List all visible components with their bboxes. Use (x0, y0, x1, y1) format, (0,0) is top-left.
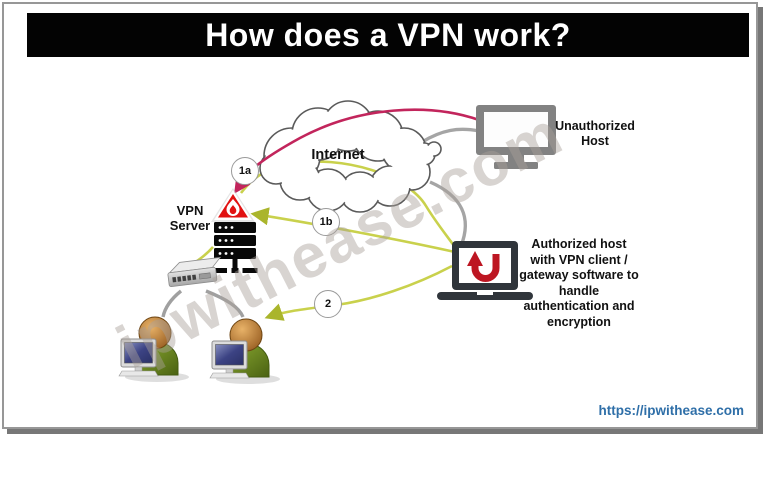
internal-user-right-icon (209, 318, 280, 384)
page-title: How does a VPN work? (205, 16, 571, 53)
path-authorized-to-vpn-server (250, 207, 456, 254)
internet-cloud (259, 100, 442, 213)
path-authorized-to-internal-user (264, 264, 453, 321)
cable-switch-to-user-right (205, 289, 245, 318)
step-badge-1b: 1b (312, 208, 340, 236)
unauthorized-host-label: Unauthorized Host (555, 119, 635, 148)
vpn-server-label: VPN Server (169, 203, 211, 233)
website-link[interactable]: https://ipwithease.com (598, 403, 744, 418)
diagram-canvas: How does a VPN work? (2, 2, 758, 429)
internet-label: Internet (311, 147, 365, 163)
authorized-host-laptop-icon (437, 241, 533, 300)
vpn-server-icon (210, 222, 258, 273)
link-cloud-to-authorized (429, 180, 467, 247)
step-badge-2: 2 (314, 290, 342, 318)
link-cloud-to-unauthorized (421, 127, 480, 144)
internal-user-left-icon (118, 316, 189, 382)
cable-switch-to-user-left (161, 289, 183, 318)
firewall-icon (211, 188, 255, 222)
title-bar: How does a VPN work? (27, 13, 749, 57)
vpn-client-arrow-icon (467, 251, 500, 282)
switch-icon (167, 256, 222, 288)
authorized-host-label: Authorized host with VPN client / gatewa… (519, 237, 639, 329)
unauthorized-host-monitor-icon (476, 105, 556, 169)
vpn-diagram (118, 100, 556, 384)
step-badge-1a: 1a (231, 157, 259, 185)
